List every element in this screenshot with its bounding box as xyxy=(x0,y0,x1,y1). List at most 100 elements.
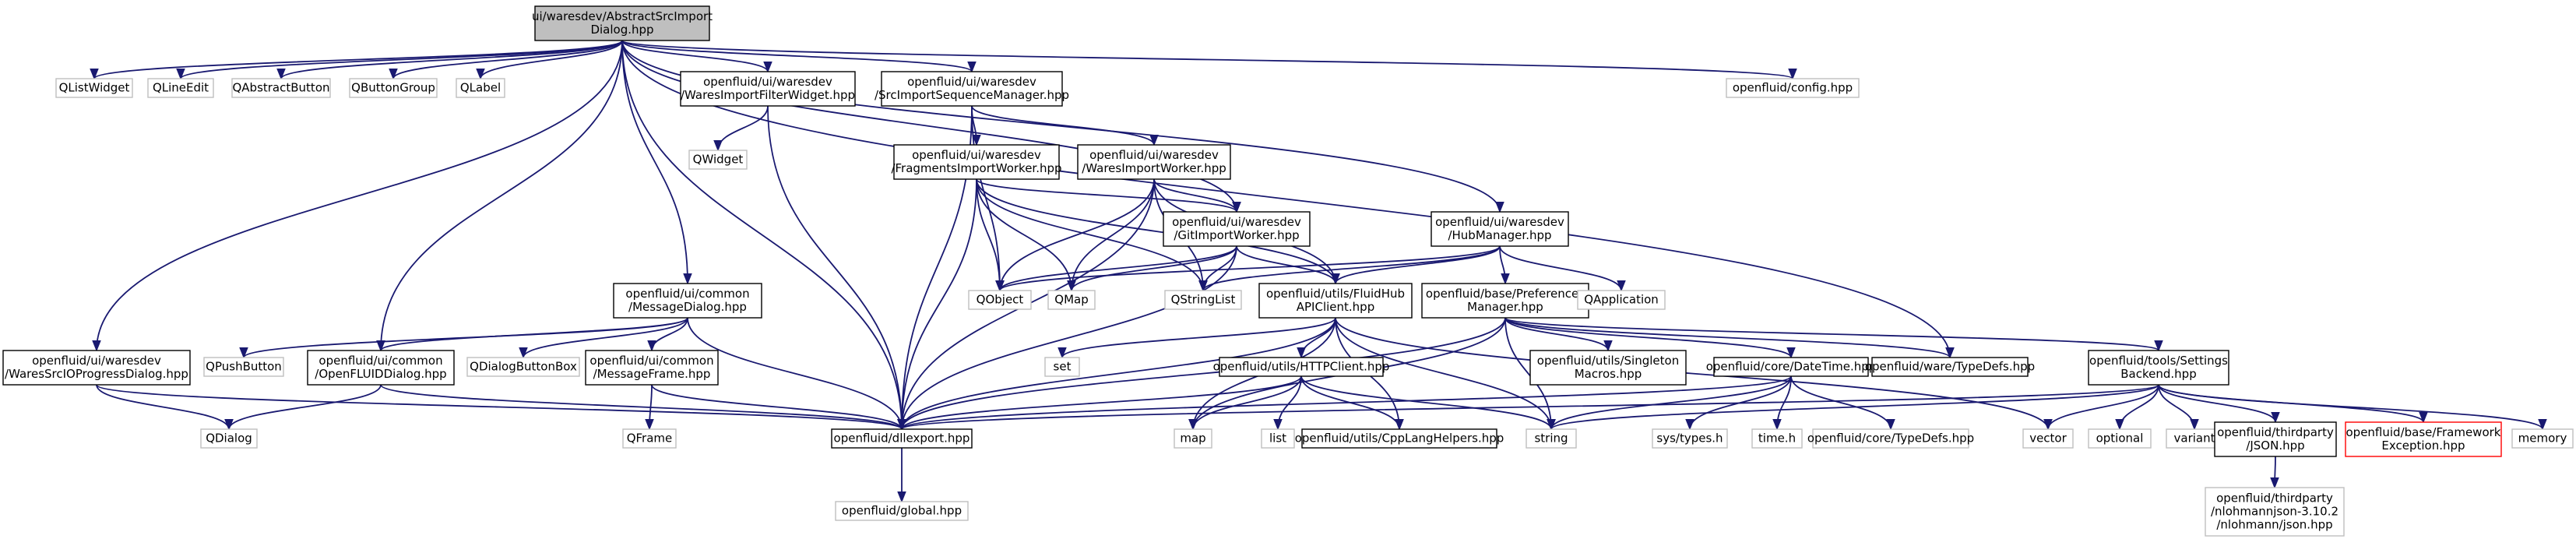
node-dllexport[interactable]: openfluid/dllexport.hpp xyxy=(831,428,973,449)
node-cpplang-label-line: openfluid/utils/CppLangHelpers.hpp xyxy=(1295,432,1504,446)
node-qbuttongroup-label-line: QButtonGroup xyxy=(351,81,435,95)
node-qlabel-box xyxy=(456,78,505,98)
node-waretypedefs[interactable]: openfluid/ware/TypeDefs.hpp xyxy=(1865,357,2035,377)
node-qabstractbutton-label-line: QAbstractButton xyxy=(232,81,329,95)
node-wsiopd-label-line: /WaresSrcIOProgressDialog.hpp xyxy=(5,367,188,381)
node-settings-box xyxy=(2088,350,2229,386)
node-hub[interactable]: openfluid/ui/waresdev/HubManager.hpp xyxy=(1431,211,1569,247)
node-qwidget-label-line: QWidget xyxy=(693,153,744,167)
node-qstringlist: QStringList xyxy=(1164,290,1242,310)
node-optional: optional xyxy=(2088,428,2152,449)
node-nlohmann-box xyxy=(2205,487,2345,537)
node-giw[interactable]: openfluid/ui/waresdev/GitImportWorker.hp… xyxy=(1163,211,1311,247)
node-fiw[interactable]: openfluid/ui/waresdev/FragmentsImportWor… xyxy=(891,144,1062,180)
node-systypes-label-line: sys/types.h xyxy=(1656,432,1723,446)
edge-settings-to-optional xyxy=(2115,384,2159,431)
node-cpplang[interactable]: openfluid/utils/CppLangHelpers.hpp xyxy=(1295,428,1504,449)
node-wiw[interactable]: openfluid/ui/waresdev/WaresImportFilterW… xyxy=(680,71,856,107)
edge-fhub-to-dllexport xyxy=(897,317,1336,431)
node-wsiopd-box xyxy=(2,350,191,386)
node-ofdlg-box xyxy=(307,350,455,386)
node-root-label-line: Dialog.hpp xyxy=(590,23,653,37)
node-wsiopd[interactable]: openfluid/ui/waresdev/WaresSrcIOProgress… xyxy=(2,350,191,386)
node-optional-box xyxy=(2088,428,2152,449)
node-qapp-box xyxy=(1577,290,1666,310)
node-prefs-label-line: Manager.hpp xyxy=(1467,300,1543,314)
edge-fiw-to-giw xyxy=(976,178,1241,213)
node-fhub-label-line: APIClient.hpp xyxy=(1297,300,1374,314)
node-set-box xyxy=(1044,357,1080,377)
node-vector-box xyxy=(2022,428,2074,449)
node-qlabel: QLabel xyxy=(456,78,505,98)
node-sism-label-line: /SrcImportSequenceManager.hpp xyxy=(875,88,1069,102)
node-httpclient[interactable]: openfluid/utils/HTTPClient.hpp xyxy=(1213,357,1390,377)
node-wimw[interactable]: openfluid/ui/waresdev/WaresImportWorker.… xyxy=(1077,144,1231,180)
node-msgdlg[interactable]: openfluid/ui/common/MessageDialog.hpp xyxy=(613,283,762,319)
node-qapp-label-line: QApplication xyxy=(1584,293,1659,307)
node-qlineedit-box xyxy=(147,78,214,98)
node-root-box xyxy=(534,5,710,41)
node-vector-label-line: vector xyxy=(2029,432,2067,446)
node-datetime[interactable]: openfluid/core/DateTime.hpp xyxy=(1706,357,1877,377)
node-timeh-box xyxy=(1751,428,1803,449)
node-wimw-label-line: /WaresImportWorker.hpp xyxy=(1082,161,1226,175)
node-variant-box xyxy=(2166,428,2223,449)
edge-hub-to-qapp xyxy=(1499,245,1626,292)
edge-wimw-to-giw xyxy=(1153,178,1241,213)
node-giw-label-line: openfluid/ui/waresdev xyxy=(1172,215,1301,229)
node-vector: vector xyxy=(2022,428,2074,449)
edge-wiw-to-dllexport xyxy=(767,105,906,431)
node-string: string xyxy=(1526,428,1577,449)
edge-msgdlg-to-dllexport xyxy=(687,317,906,431)
dependency-nodes: ui/waresdev/AbstractSrcImportDialog.hppQ… xyxy=(2,5,2574,537)
node-msgdlg-box xyxy=(613,283,762,319)
node-config: openfluid/config.hpp xyxy=(1726,78,1860,98)
edge-fiw-to-qmap xyxy=(976,178,1076,292)
node-qabstractbutton: QAbstractButton xyxy=(231,78,331,98)
node-list: list xyxy=(1261,428,1295,449)
dependency-edges xyxy=(90,40,2547,503)
node-optional-label-line: optional xyxy=(2096,432,2144,446)
node-giw-box xyxy=(1163,211,1311,247)
edge-fhub-to-vector xyxy=(1335,317,2053,431)
edge-root-to-wsiopd xyxy=(92,40,623,352)
node-timeh: time.h xyxy=(1751,428,1803,449)
node-wimw-label-line: openfluid/ui/waresdev xyxy=(1089,148,1219,162)
node-msgframe[interactable]: openfluid/ui/common/MessageFrame.hpp xyxy=(585,350,719,386)
edge-msgdlg-to-ofdlg xyxy=(376,317,688,352)
edge-giw-to-qobject xyxy=(995,245,1237,292)
node-ofdlg[interactable]: openfluid/ui/common/OpenFLUIDDialog.hpp xyxy=(307,350,455,386)
edge-root-to-ofdlg xyxy=(376,40,623,352)
node-settings-label-line: openfluid/tools/Settings xyxy=(2089,354,2228,368)
edge-datetime-to-string xyxy=(1547,375,1792,431)
node-qlistwidget: QListWidget xyxy=(55,78,133,98)
node-json-label-line: /JSON.hpp xyxy=(2246,439,2304,453)
node-qdialog-label-line: QDialog xyxy=(206,432,252,446)
node-json[interactable]: openfluid/thirdparty/JSON.hpp xyxy=(2214,421,2337,457)
edge-datetime-to-dllexport xyxy=(897,375,1792,431)
node-fwexc-label-line: Exception.hpp xyxy=(2381,439,2465,453)
node-qapp: QApplication xyxy=(1577,290,1666,310)
node-config-box xyxy=(1726,78,1860,98)
edge-root-to-qbuttongroup xyxy=(389,40,623,80)
edge-wsiopd-to-dllexport xyxy=(96,384,906,431)
node-qdialog: QDialog xyxy=(200,428,258,449)
edge-prefs-to-dllexport xyxy=(897,317,1506,431)
node-dllexport-box xyxy=(831,428,973,449)
edge-datetime-to-coretypedefs xyxy=(1790,375,1895,431)
node-sism[interactable]: openfluid/ui/waresdev/SrcImportSequenceM… xyxy=(875,71,1069,107)
edge-root-to-qlabel xyxy=(476,40,623,80)
node-qmap: QMap xyxy=(1047,290,1096,310)
edge-root-to-dllexport xyxy=(621,40,906,431)
node-wiw-label-line: openfluid/ui/waresdev xyxy=(703,75,832,89)
node-qlistwidget-label-line: QListWidget xyxy=(59,81,130,95)
node-systypes-box xyxy=(1652,428,1728,449)
node-qpushbutton-box xyxy=(203,357,284,377)
node-wiw-label-line: /WaresImportFilterWidget.hpp xyxy=(681,88,855,102)
